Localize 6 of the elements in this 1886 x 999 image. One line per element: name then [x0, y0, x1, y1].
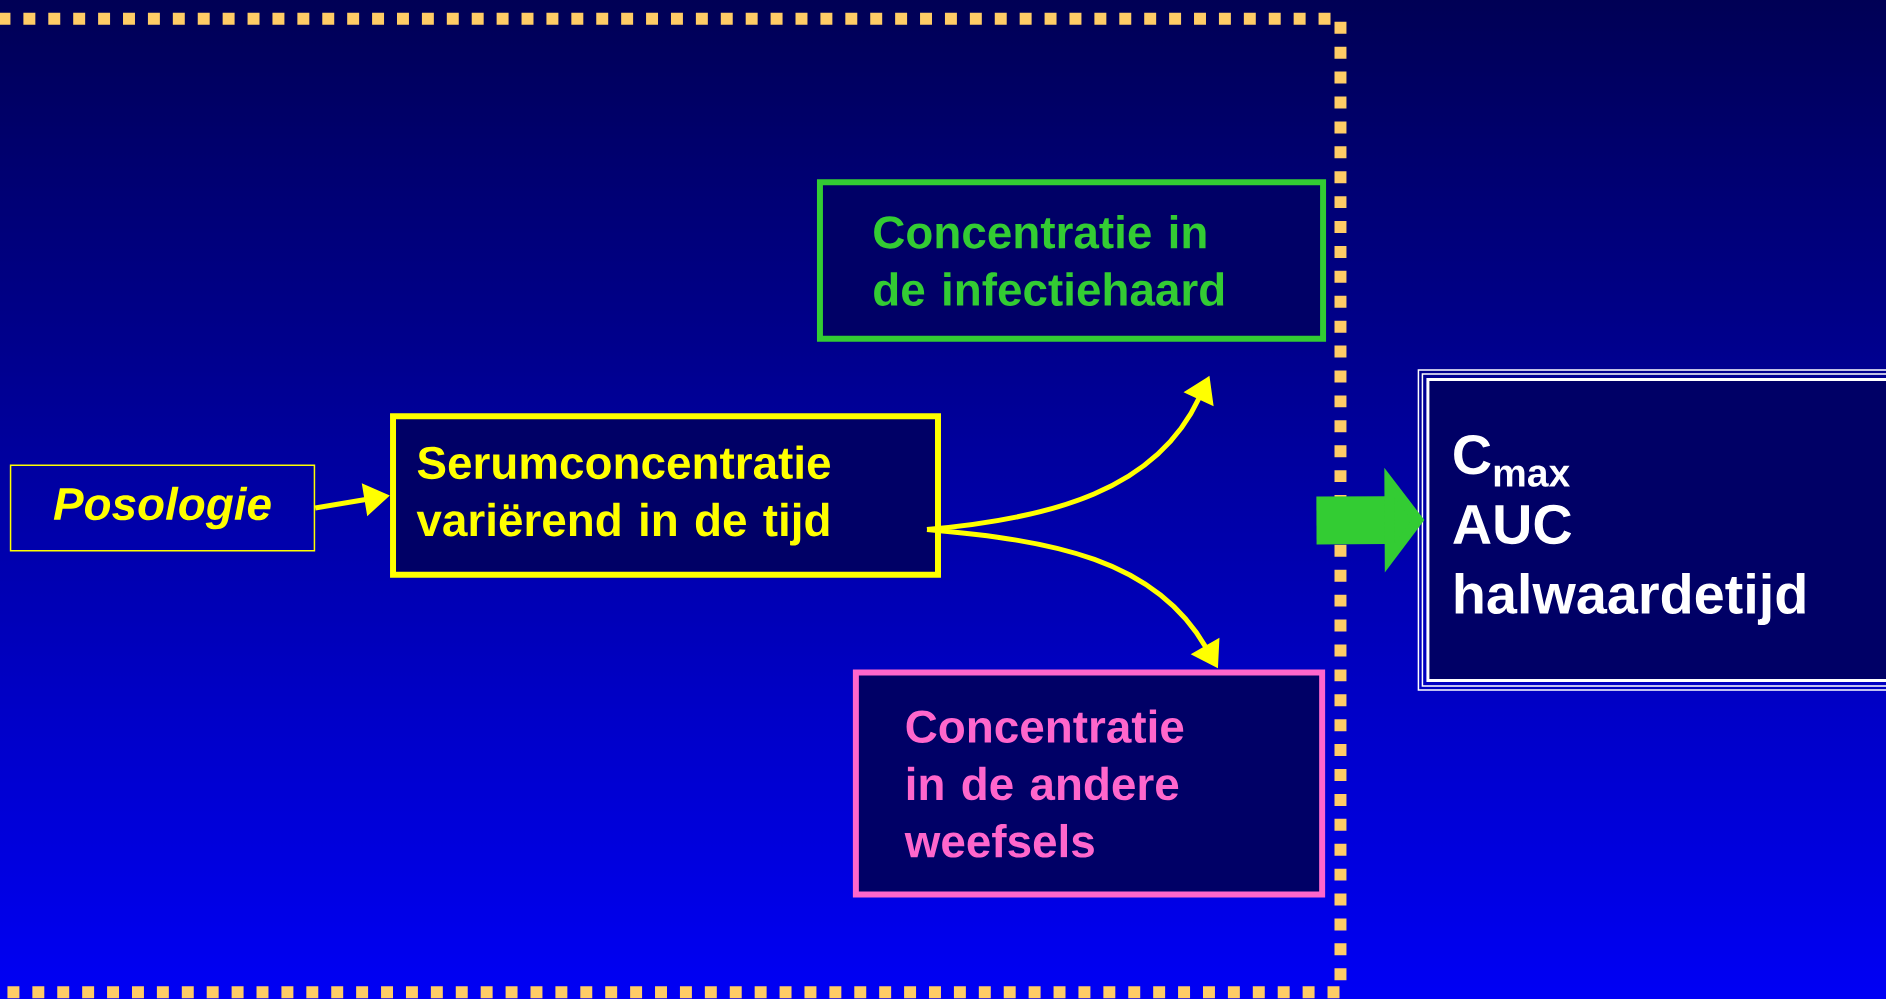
dotted-frame: [0, 12, 1347, 999]
process-box: Serumconcentratie variërend in de tijd: [390, 413, 941, 578]
process-box: Concentratie in de infectiehaard: [816, 179, 1327, 342]
process-box: Concentratie in de andere weefsels: [852, 669, 1326, 898]
result-box: C$_{max}$ AUC halwaardetijd: [1417, 369, 1886, 691]
input-box: Posologie: [9, 464, 316, 552]
